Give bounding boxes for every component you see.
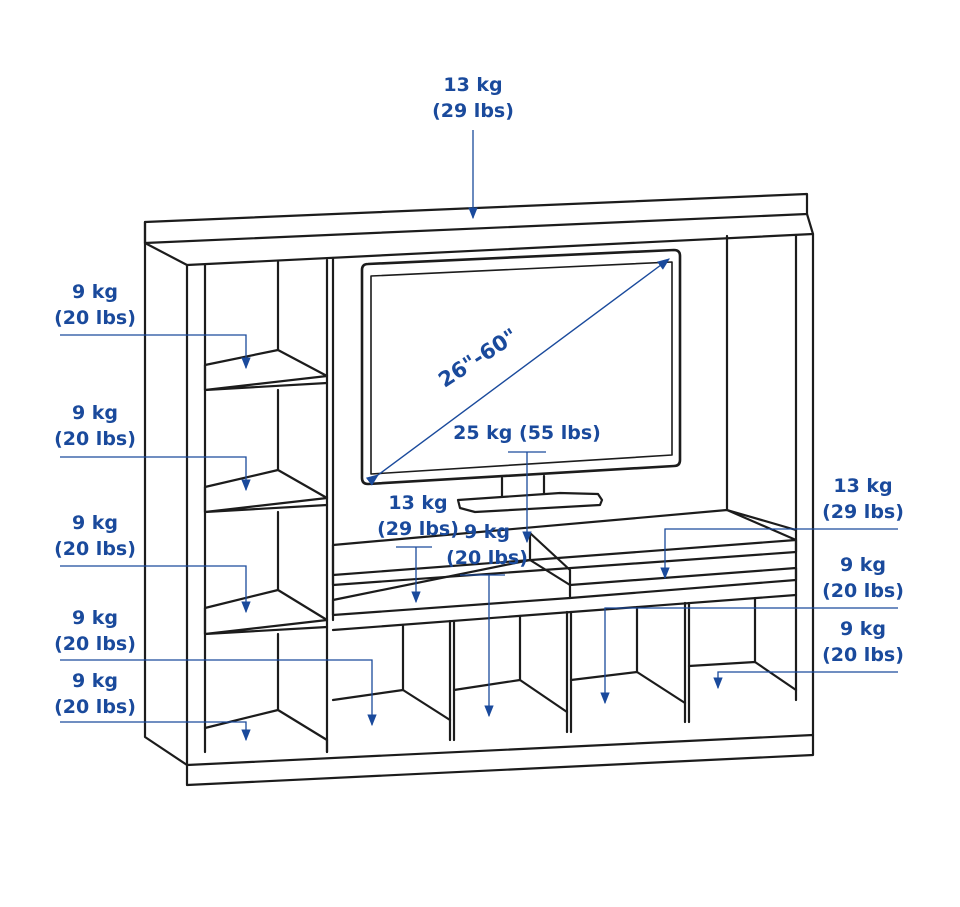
center-shelf: [331, 508, 798, 587]
label-right-shelf-lbs: (29 lbs): [822, 501, 904, 523]
label-top-lbs: (29 lbs): [432, 100, 514, 122]
left-shelf-3: [203, 510, 329, 636]
label-right-cubby-2-lbs: (20 lbs): [822, 644, 904, 666]
right-side-panel: [794, 232, 815, 737]
label-left-shelf-1: 9 kg (20 lbs): [40, 279, 150, 331]
leader-left-1: [60, 334, 251, 370]
label-left-shelf-2-kg: 9 kg: [71, 402, 119, 424]
leader-right-2: [600, 607, 898, 705]
tv-niche-back-right: [725, 234, 798, 532]
label-center-shelf-kg: 13 kg: [388, 492, 448, 514]
top-panel-depth: [143, 212, 815, 267]
label-left-shelf-2: 9 kg (20 lbs): [40, 400, 150, 452]
lower-center-shelf: [331, 558, 798, 617]
cubby-row-top: [331, 593, 798, 632]
furniture-outline: [143, 192, 815, 787]
label-left-shelf-5: 9 kg (20 lbs): [40, 668, 150, 720]
label-tv-weight: 25 kg (55 lbs): [447, 420, 607, 446]
leader-right-1: [660, 528, 898, 580]
label-right-cubby-1: 9 kg (20 lbs): [808, 552, 918, 604]
label-right-cubby-1-kg: 9 kg: [839, 554, 887, 576]
label-right-cubby-2-kg: 9 kg: [839, 618, 887, 640]
leader-center-shelf: [396, 546, 432, 602]
cubby-dividers: [448, 601, 691, 742]
tv-diagonal-dimension: [365, 258, 671, 486]
cubby-floors: [331, 660, 798, 722]
label-left-shelf-3-lbs: (20 lbs): [54, 538, 136, 560]
leader-left-2: [60, 456, 251, 492]
label-left-shelf-4-lbs: (20 lbs): [54, 633, 136, 655]
top-panel: [143, 192, 809, 245]
label-left-shelf-1-kg: 9 kg: [71, 281, 119, 303]
left-shelf-2: [203, 388, 329, 514]
bottom-panel: [185, 733, 815, 787]
leader-left-5: [60, 721, 251, 742]
label-left-shelf-3-kg: 9 kg: [71, 512, 119, 534]
tv-outer: [360, 248, 682, 486]
label-top: 13 kg (29 lbs): [413, 72, 533, 124]
leader-left-3: [60, 565, 251, 614]
label-center-shelf-lbs: (29 lbs): [377, 518, 459, 540]
leader-center-cubby: [460, 574, 505, 716]
leader-left-4: [60, 659, 377, 727]
label-right-cubby-1-lbs: (20 lbs): [822, 580, 904, 602]
label-left-shelf-4-kg: 9 kg: [71, 607, 119, 629]
label-left-shelf-5-lbs: (20 lbs): [54, 696, 136, 718]
cubby-back-edges: [401, 596, 757, 692]
left-side-panel: [143, 220, 189, 767]
label-right-shelf: 13 kg (29 lbs): [803, 473, 923, 525]
label-right-shelf-kg: 13 kg: [833, 475, 893, 497]
label-center-shelf: 13 kg (29 lbs): [358, 490, 478, 542]
label-left-shelf-1-lbs: (20 lbs): [54, 307, 136, 329]
label-left-shelf-2-lbs: (20 lbs): [54, 428, 136, 450]
tv-stand-base: [456, 491, 604, 514]
annotation-leaders: [60, 130, 898, 742]
leader-right-3: [713, 671, 898, 690]
left-shelf-4: [203, 632, 329, 754]
label-center-cubby: 9 kg (20 lbs): [432, 519, 542, 571]
label-left-shelf-3: 9 kg (20 lbs): [40, 510, 150, 562]
label-top-kg: 13 kg: [443, 74, 503, 96]
label-left-shelf-4: 9 kg (20 lbs): [40, 605, 150, 657]
label-tv-weight-text: 25 kg (55 lbs): [453, 422, 601, 444]
label-center-cubby-lbs: (20 lbs): [446, 547, 528, 569]
left-shelf-1: [203, 348, 329, 392]
label-right-cubby-2: 9 kg (20 lbs): [808, 616, 918, 668]
label-left-shelf-5-kg: 9 kg: [71, 670, 119, 692]
label-center-cubby-kg: 9 kg: [463, 521, 511, 543]
